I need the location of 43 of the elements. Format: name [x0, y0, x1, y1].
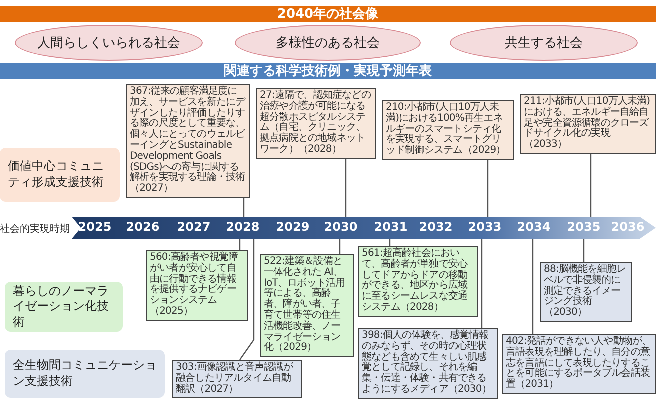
technology-box: 27:遠隔で、認知症などの治療や介護が可能になる超分散ホスピタルシステム（自宅、クリニック、拠点病院との地域ネットワーク）（2028） — [256, 88, 376, 159]
technology-box: 211:小都市(人口10万人未満)における、エネルギー自給自足や完全資源循環のクローズドサイクル化の実現（2033） — [520, 94, 656, 154]
technology-box: 210:小都市(人口10万人未満)における100%再生エネルギーのスマートシティ化を実現する、スマートグリッド制御システム（2029） — [382, 100, 514, 160]
year-label: 2030 — [324, 220, 358, 234]
year-label: 2027 — [177, 220, 211, 234]
connector-line — [590, 154, 592, 217]
category-box: 暮らしのノーマライゼーション化技術 — [5, 282, 123, 332]
society-ellipse: 人間らしくいられる社会 — [15, 25, 203, 61]
title-band: 2040年の社会像 — [0, 6, 656, 22]
technology-box: 88:脳機能を細胞レベルで非侵襲的に測定できるイメージング技術（2030） — [540, 262, 632, 322]
year-label: 2029 — [276, 220, 310, 234]
year-label: 2026 — [126, 220, 160, 234]
technology-box: 398:個人の体験を、感覚情報のみならず、その時の心理状態なども含めて生々しい肌感覚として記録し、それを編集・伝達・体験・共有できるようにするメディア（2030） — [358, 328, 498, 399]
connector-line — [583, 239, 585, 262]
connector-line — [481, 239, 483, 328]
connector-line — [239, 239, 241, 250]
technology-box: 560:高齢者や視覚障がい者が安心して自由に行動できる情報を提供するナビゲーションシステム（2025） — [146, 250, 248, 321]
year-label: 2032 — [419, 220, 453, 234]
category-box: 全生物間コミュニケーション支援技術 — [5, 350, 165, 398]
technology-box: 402:発話ができない人や動物が、言語表現を理解したり、自分の意志を言語にして表現したりすることを可能にするポータブル会話装置（2031） — [502, 334, 656, 394]
society-ellipse: 共生する社会 — [450, 25, 638, 61]
connector-line — [240, 239, 255, 360]
timeline-band — [72, 217, 656, 239]
year-label: 2035 — [567, 220, 601, 234]
year-label: 2028 — [226, 220, 260, 234]
technology-box: 303:画像認識と音声認識が融合したリアルタイム自動翻訳（2027） — [172, 360, 302, 398]
technology-box: 367:従来の顧客満足度に加え、サービスを新たにデザインしたり評価したりする際の尺度として重要な、個々人にとってのウェルビーイングとSustainable Development Goals (SDGs)への寄与に関する解析を実現する理論・技術（2027） — [126, 84, 250, 198]
connector-line — [487, 160, 489, 217]
technology-box: 561:超高齢社会において、高齢者が単独で安心してドアからドアの移動ができる、地区から広域に至るシームレスな交通システム（2028） — [358, 246, 478, 317]
connector-line — [345, 158, 347, 217]
year-label: 2034 — [517, 220, 551, 234]
connector-line — [532, 239, 534, 334]
year-label: 2031 — [374, 220, 408, 234]
connector-line — [243, 198, 245, 217]
category-box: 価値中心コミュニティ形成支援技術 — [0, 148, 120, 202]
society-ellipse: 多様性のある社会 — [235, 25, 421, 61]
connector-line — [339, 239, 341, 254]
technology-box: 522:建築＆設備と一体化された AI、IoT、ロボット活用等による、高齢者、障がい者、子育て世帯等の住生活機能改善、ノーマライゼーション化（2029） — [260, 254, 354, 358]
section-band: 関連する科学技術例・実現予測年表 — [0, 63, 656, 79]
year-label: 2025 — [78, 220, 112, 234]
year-label: 2033 — [468, 220, 502, 234]
axis-label: 社会的実現時期 — [0, 222, 70, 236]
year-label: 2036 — [611, 220, 645, 234]
